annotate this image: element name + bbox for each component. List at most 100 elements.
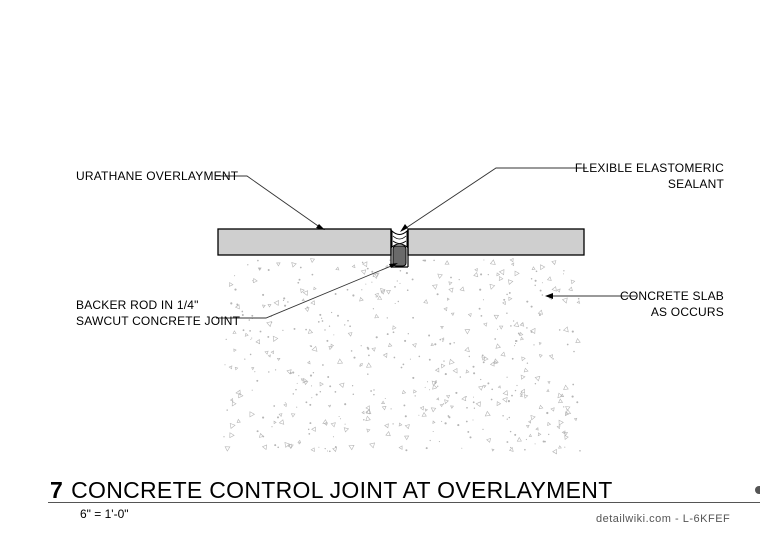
stipple-mark — [228, 281, 234, 287]
stipple-mark — [365, 409, 371, 415]
stipple-mark — [467, 313, 472, 318]
stipple-mark — [255, 339, 261, 345]
stipple-mark — [542, 440, 545, 443]
stipple-mark — [530, 305, 533, 308]
stipple-mark — [225, 338, 227, 341]
stipple-mark — [558, 398, 564, 404]
stipple-mark — [404, 424, 410, 430]
stipple-mark — [224, 446, 231, 452]
stipple-mark — [422, 259, 425, 262]
stipple-mark — [513, 321, 520, 328]
stipple-mark — [535, 427, 539, 431]
stipple-mark — [511, 357, 514, 360]
stipple-mark — [571, 395, 574, 398]
stipple-mark — [372, 273, 379, 279]
stipple-mark — [393, 356, 396, 359]
stipple-mark — [353, 356, 356, 359]
stipple-mark — [375, 336, 378, 339]
stipple-mark — [530, 278, 533, 280]
stipple-mark — [366, 267, 369, 270]
stipple-mark — [373, 393, 375, 396]
stipple-mark — [253, 277, 258, 284]
stipple-mark — [428, 358, 431, 361]
stipple-mark — [530, 414, 536, 421]
stipple-mark — [439, 403, 443, 408]
arrow-slab — [545, 293, 553, 299]
stipple-mark — [491, 448, 495, 452]
overlayment-left — [217, 228, 392, 256]
stipple-mark — [384, 397, 386, 400]
leader-urethane — [216, 175, 322, 229]
stipple-mark — [459, 376, 462, 378]
stipple-mark — [229, 397, 234, 402]
stipple-mark — [283, 403, 287, 408]
stipple-mark — [299, 266, 302, 269]
stipple-mark — [411, 278, 414, 281]
stipple-mark — [262, 304, 266, 309]
stipple-mark — [483, 259, 485, 261]
stipple-mark — [262, 293, 265, 296]
stipple-mark — [270, 321, 273, 323]
stipple-mark — [534, 284, 536, 287]
stipple-mark — [361, 261, 364, 264]
stipple-mark — [310, 447, 315, 453]
backer-rod — [392, 245, 407, 267]
stipple-mark — [557, 392, 563, 399]
stipple-mark — [363, 418, 365, 421]
stipple-mark — [278, 419, 285, 425]
stipple-mark — [319, 391, 322, 393]
stipple-mark — [473, 372, 476, 375]
stipple-mark — [298, 442, 300, 445]
stipple-mark — [448, 287, 454, 293]
stipple-mark — [311, 397, 313, 399]
stipple-mark — [444, 373, 447, 376]
stipple-mark — [483, 384, 487, 389]
stipple-mark — [290, 413, 296, 418]
stipple-mark — [441, 337, 445, 341]
stipple-mark — [292, 393, 295, 395]
stipple-mark — [360, 269, 367, 275]
stipple-mark — [424, 386, 426, 388]
stipple-mark — [489, 361, 495, 367]
stipple-mark — [241, 310, 244, 313]
stipple-mark — [533, 344, 535, 346]
stipple-mark — [482, 361, 485, 364]
stipple-mark — [519, 394, 523, 398]
stipple-mark — [365, 415, 371, 422]
stipple-mark — [510, 446, 512, 449]
stipple-mark — [539, 289, 542, 292]
stipple-mark — [475, 401, 481, 408]
label-concrete-slab: CONCRETE SLAB AS OCCURS — [620, 288, 724, 320]
stipple-mark — [564, 435, 569, 440]
stipple-mark — [465, 420, 468, 423]
stipple-mark — [346, 288, 349, 291]
stipple-mark — [359, 362, 363, 367]
stipple-mark — [450, 276, 452, 279]
stipple-mark — [284, 442, 291, 448]
stipple-mark — [249, 330, 251, 332]
stipple-mark — [516, 384, 518, 387]
stipple-mark — [457, 424, 460, 427]
stipple-mark — [351, 385, 354, 387]
stipple-mark — [455, 391, 458, 394]
stipple-mark — [298, 278, 301, 281]
stipple-mark — [373, 272, 380, 278]
stipple-mark — [521, 356, 526, 362]
stipple-mark — [385, 264, 389, 269]
stipple-mark — [307, 328, 314, 334]
stipple-mark — [448, 416, 451, 419]
stipple-mark — [318, 446, 320, 448]
stipple-mark — [287, 301, 289, 303]
stipple-mark — [401, 389, 407, 395]
stipple-mark — [570, 279, 576, 285]
stipple-mark — [397, 300, 400, 303]
stipple-mark — [261, 444, 268, 451]
stipple-mark — [352, 393, 355, 395]
stipple-mark — [298, 375, 300, 377]
stipple-mark — [444, 422, 447, 425]
stipple-mark — [538, 342, 542, 346]
stipple-mark — [523, 394, 529, 399]
stipple-mark — [371, 281, 373, 283]
stipple-mark — [531, 266, 536, 270]
stipple-mark — [303, 380, 309, 386]
